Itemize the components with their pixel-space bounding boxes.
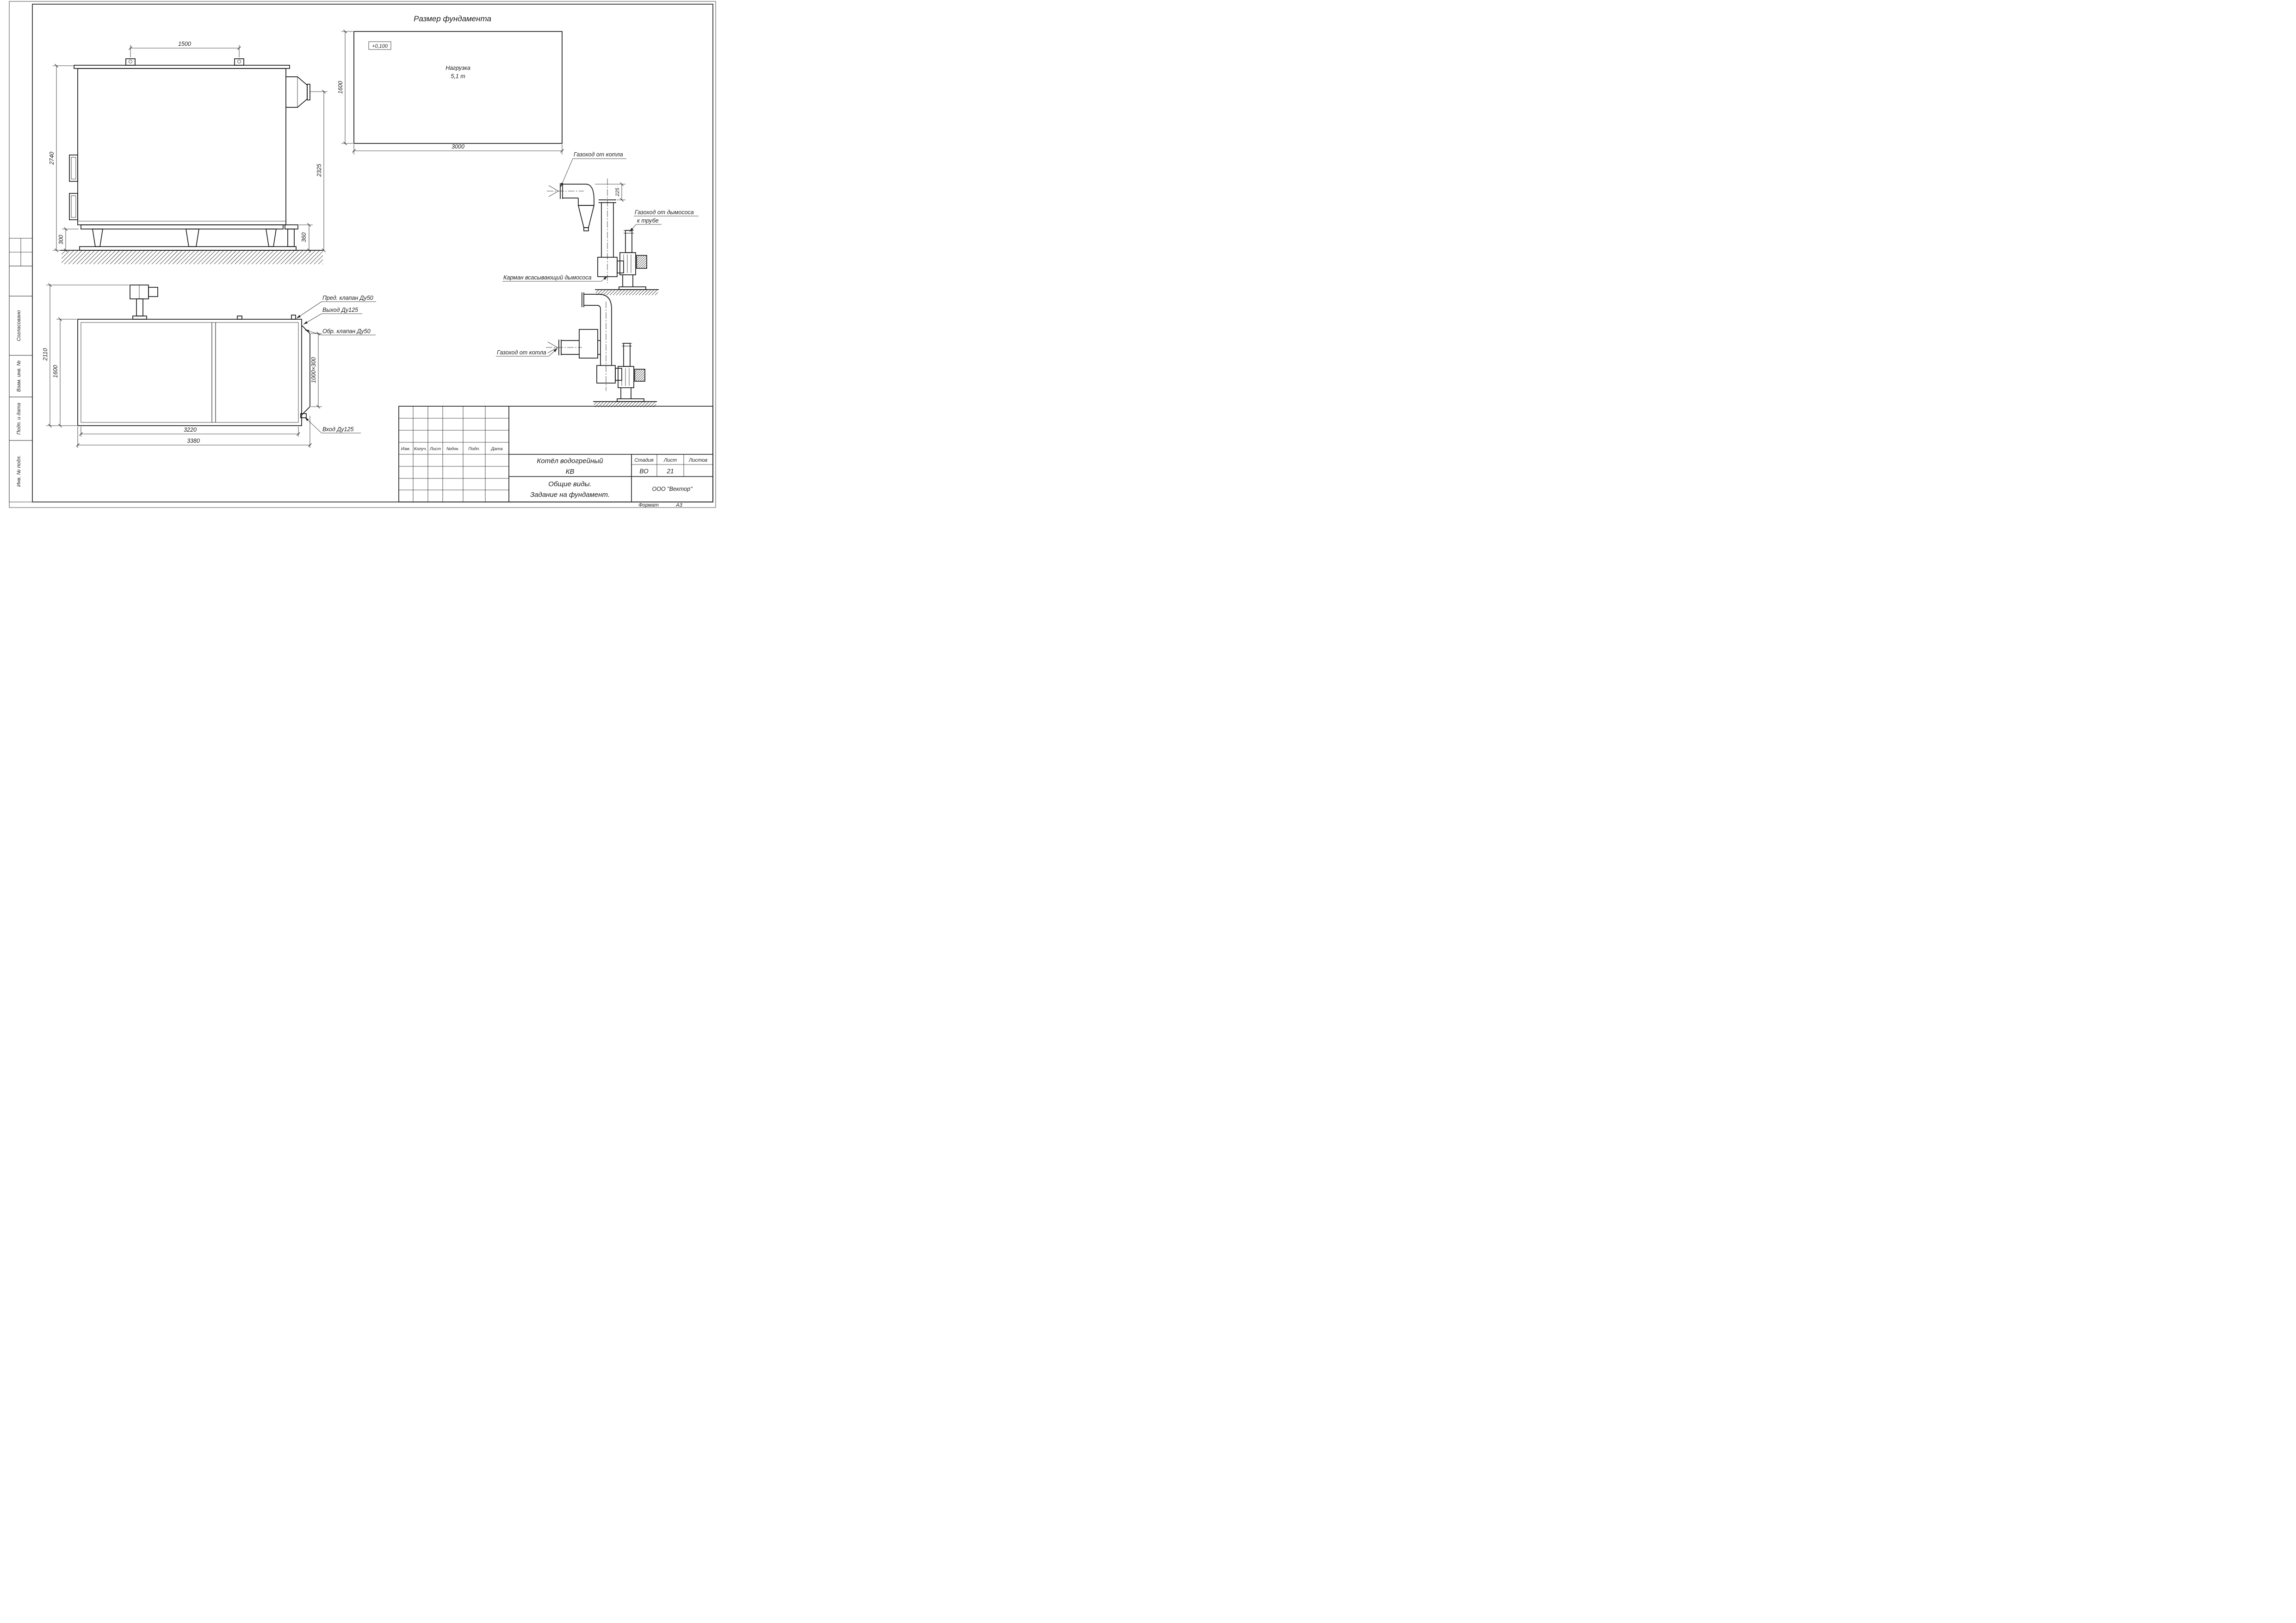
label-check-valve: Обр. клапан Ду50: [322, 328, 371, 335]
label-flue-to-stack-2: к трубе: [637, 217, 659, 224]
sheets-label: Листов: [688, 458, 707, 463]
doc-title-line2: КВ: [566, 468, 575, 476]
rev-header-podp: Подп.: [468, 446, 480, 452]
foundation-load-line2: 5,1 т: [451, 73, 465, 80]
label-outlet: Выход Ду125: [322, 307, 358, 313]
label-flue-from-boiler-bottom: Газоход от котла: [497, 349, 546, 356]
company-name: ООО "Вектор": [652, 486, 693, 492]
flue-dim-offset: 225: [615, 187, 620, 197]
foundation-plan: Размер фундамента +0,100 Нагрузка 5,1 т …: [337, 14, 564, 155]
label-inlet: Вход Ду125: [322, 426, 353, 433]
elevation-mark: +0,100: [372, 43, 388, 49]
rev-header-izm: Изм.: [401, 446, 410, 452]
format-value: А3: [675, 502, 682, 508]
title-block: Изм. Колуч. Лист №док. Подп. Дата Котёл …: [398, 406, 713, 502]
format-note: Формат А3: [638, 502, 682, 508]
plan-dim-height: 2110: [42, 348, 49, 361]
left-margin-column: Согласовано Взам. инв. № Подп. и дата Ин…: [9, 238, 33, 502]
rev-header-ndok: №док.: [446, 446, 459, 452]
doc-subtitle-line1: Общие виды.: [548, 480, 591, 488]
doc-subtitle-line2: Задание на фундамент.: [530, 491, 610, 499]
side-dim-base-left: 300: [58, 235, 64, 245]
sheet-value: 21: [666, 468, 674, 475]
label-flue-to-stack-1: Газоход от дымососа: [635, 209, 694, 216]
plan-dim-width: 1600: [52, 365, 59, 378]
flue-scheme-bottom: Газоход от котла: [496, 292, 657, 408]
flue-scheme-top: 225 Газоход от котла Газоход от дымососа…: [502, 151, 699, 296]
side-dim-flue-height: 2325: [316, 164, 322, 177]
margin-label-inv-orig: Инв. № подл.: [16, 455, 22, 487]
doc-title-line1: Котёл водогрейный: [537, 457, 603, 465]
side-dim-base-right: 360: [301, 233, 307, 242]
margin-label-sign-date: Подп. и дата: [16, 403, 22, 435]
margin-label-replace-inv: Взам. инв. №: [16, 360, 22, 392]
rev-header-data: Дата: [490, 446, 502, 452]
sheet-label: Лист: [663, 458, 677, 463]
side-dim-lugs: 1500: [178, 41, 191, 47]
boiler-plan-view: 2110 1600 3220 3380 1000×300 Пред. клапа…: [42, 283, 376, 448]
sheet-frame: [9, 1, 716, 508]
drawing-sheet: Согласовано Взам. инв. № Подп. и дата Ин…: [0, 0, 717, 509]
rev-header-koluch: Колуч.: [414, 446, 427, 452]
foundation-title: Размер фундамента: [414, 14, 491, 23]
foundation-dim-width: 3000: [452, 143, 464, 150]
drawing-canvas: Согласовано Взам. инв. № Подп. и дата Ин…: [9, 1, 716, 508]
margin-label-agreed: Согласовано: [16, 310, 22, 341]
foundation-dim-height: 1600: [337, 81, 344, 94]
label-safety-valve: Пред. клапан Ду50: [322, 295, 373, 301]
format-label: Формат: [638, 502, 659, 508]
plan-dim-length-overall: 3380: [187, 438, 200, 444]
label-flue-from-boiler-top: Газоход от котла: [574, 151, 623, 158]
label-suction-pocket: Карман всасывающий дымососа: [503, 274, 592, 281]
plan-dim-opening: 1000×300: [310, 357, 317, 383]
plan-dim-length-inner: 3220: [184, 427, 197, 433]
side-dim-height: 2740: [49, 152, 55, 165]
rev-header-list: Лист: [429, 446, 441, 452]
foundation-load-line1: Нагрузка: [446, 65, 470, 71]
boiler-side-view: 1500 2740 2325 300 360: [49, 41, 328, 265]
stage-value: ВО: [639, 468, 649, 475]
stage-label: Стадия: [634, 458, 653, 463]
